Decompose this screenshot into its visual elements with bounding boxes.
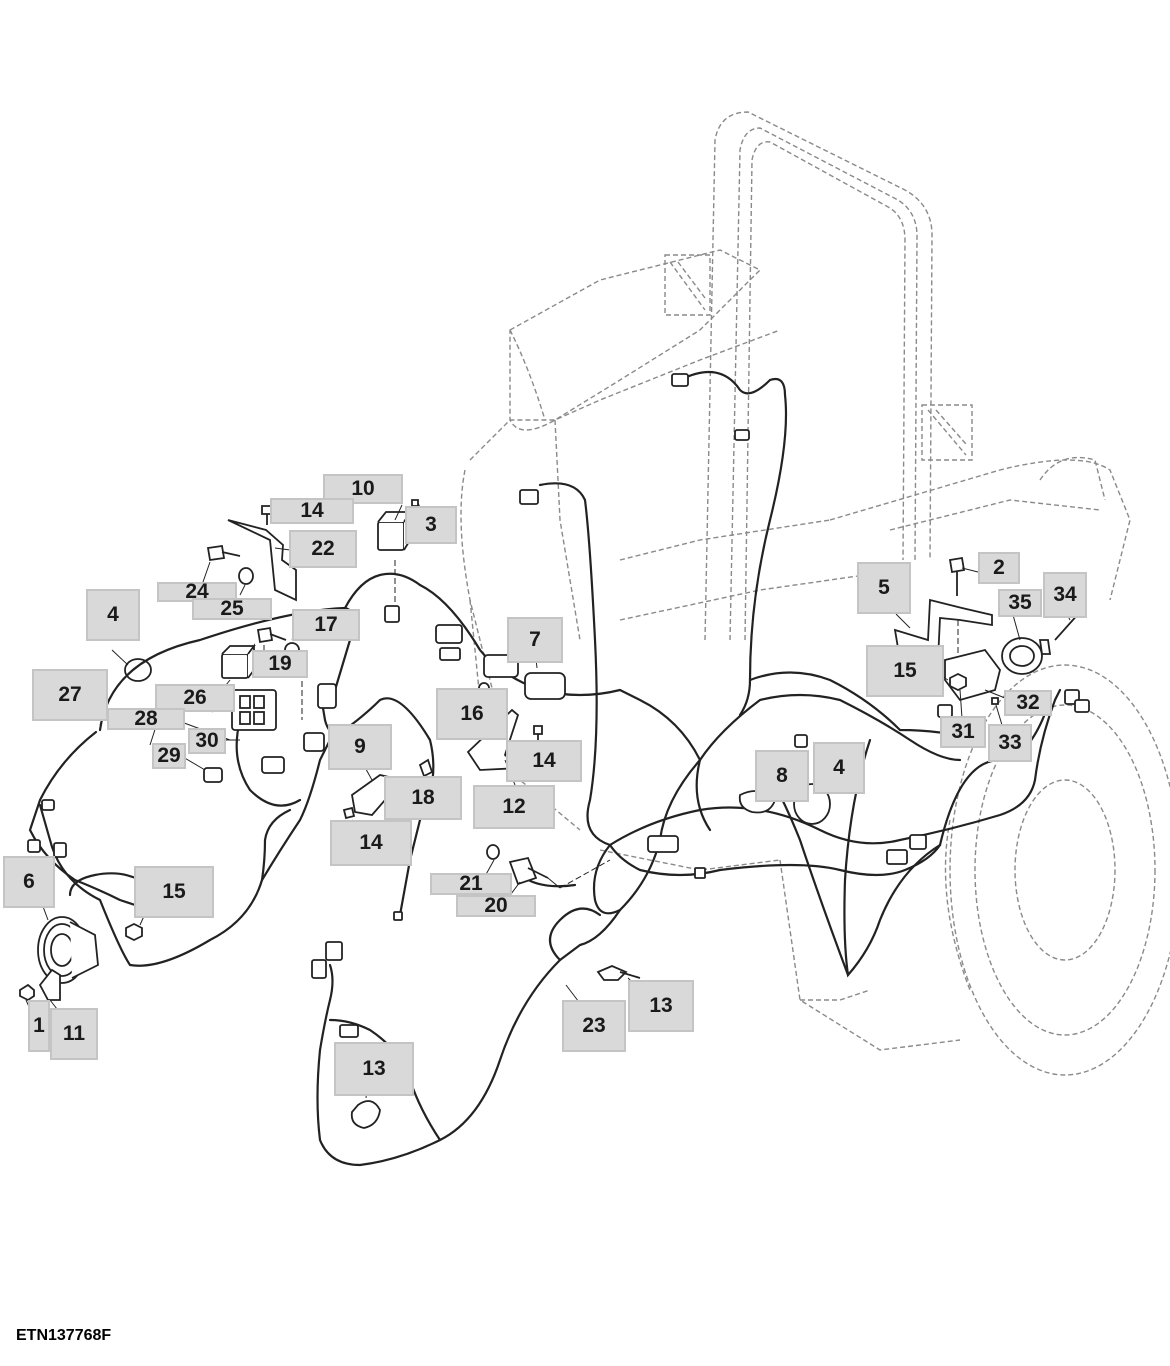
fender — [829, 459, 1131, 601]
callout-31[interactable]: 31 — [940, 716, 986, 748]
callout-13[interactable]: 13 — [334, 1042, 414, 1096]
callout-12[interactable]: 12 — [473, 785, 555, 829]
chassis — [779, 859, 961, 1051]
bolt-1-part — [19, 983, 35, 1002]
callout-26[interactable]: 26 — [155, 684, 235, 712]
callout-33[interactable]: 33 — [988, 724, 1032, 762]
callout-14[interactable]: 14 — [270, 498, 354, 524]
hood — [509, 249, 762, 431]
switch-20-part — [508, 856, 549, 886]
rear-wheel — [949, 664, 1170, 1076]
callout-29[interactable]: 29 — [152, 743, 186, 769]
bracket-22-part — [227, 519, 297, 602]
callout-14[interactable]: 14 — [506, 740, 582, 782]
rops-vent-left — [664, 254, 711, 316]
callout-32[interactable]: 32 — [1004, 690, 1052, 716]
callout-8[interactable]: 8 — [755, 750, 809, 802]
callout-11[interactable]: 11 — [50, 1008, 98, 1060]
callout-19[interactable]: 19 — [252, 650, 308, 678]
callout-13[interactable]: 13 — [628, 980, 694, 1032]
callout-1[interactable]: 1 — [28, 1000, 50, 1052]
callout-3[interactable]: 3 — [405, 506, 457, 544]
bolt-24-part — [206, 544, 241, 562]
callout-25[interactable]: 25 — [192, 597, 272, 620]
callout-18[interactable]: 18 — [384, 776, 462, 820]
horn-part — [37, 916, 99, 984]
callout-17[interactable]: 17 — [292, 609, 360, 641]
callout-14[interactable]: 14 — [330, 820, 412, 866]
clip-13-part — [596, 965, 641, 981]
callout-23[interactable]: 23 — [562, 1000, 626, 1052]
callout-27[interactable]: 27 — [32, 669, 108, 721]
figure-id: ETN137768F — [16, 1327, 112, 1344]
callout-6[interactable]: 6 — [3, 856, 55, 908]
relay-10-part — [377, 521, 405, 551]
callout-34[interactable]: 34 — [1043, 572, 1087, 618]
callout-30[interactable]: 30 — [188, 728, 226, 754]
callout-16[interactable]: 16 — [436, 688, 508, 740]
callout-4[interactable]: 4 — [813, 742, 865, 794]
horn-bracket-part — [38, 968, 61, 1001]
washer-25-part — [238, 567, 254, 585]
clip-4-part — [124, 658, 152, 682]
callout-9[interactable]: 9 — [328, 724, 392, 770]
callout-4[interactable]: 4 — [86, 589, 140, 641]
callout-22[interactable]: 22 — [289, 530, 357, 568]
callout-2[interactable]: 2 — [978, 552, 1020, 584]
rops-vent-right — [921, 404, 973, 461]
connectors — [27, 373, 1090, 1038]
callout-15[interactable]: 15 — [866, 645, 944, 697]
callout-28[interactable]: 28 — [107, 707, 185, 730]
harness-23 — [316, 958, 562, 1167]
callout-20[interactable]: 20 — [456, 894, 536, 917]
callout-5[interactable]: 5 — [857, 562, 911, 614]
callout-7[interactable]: 7 — [507, 617, 563, 663]
callout-24[interactable]: 24 — [157, 580, 237, 603]
callout-35[interactable]: 35 — [998, 589, 1042, 617]
components — [19, 499, 1081, 1129]
callout-15[interactable]: 15 — [134, 866, 214, 918]
callout-21[interactable]: 21 — [430, 872, 512, 895]
rops-frame — [704, 111, 933, 641]
